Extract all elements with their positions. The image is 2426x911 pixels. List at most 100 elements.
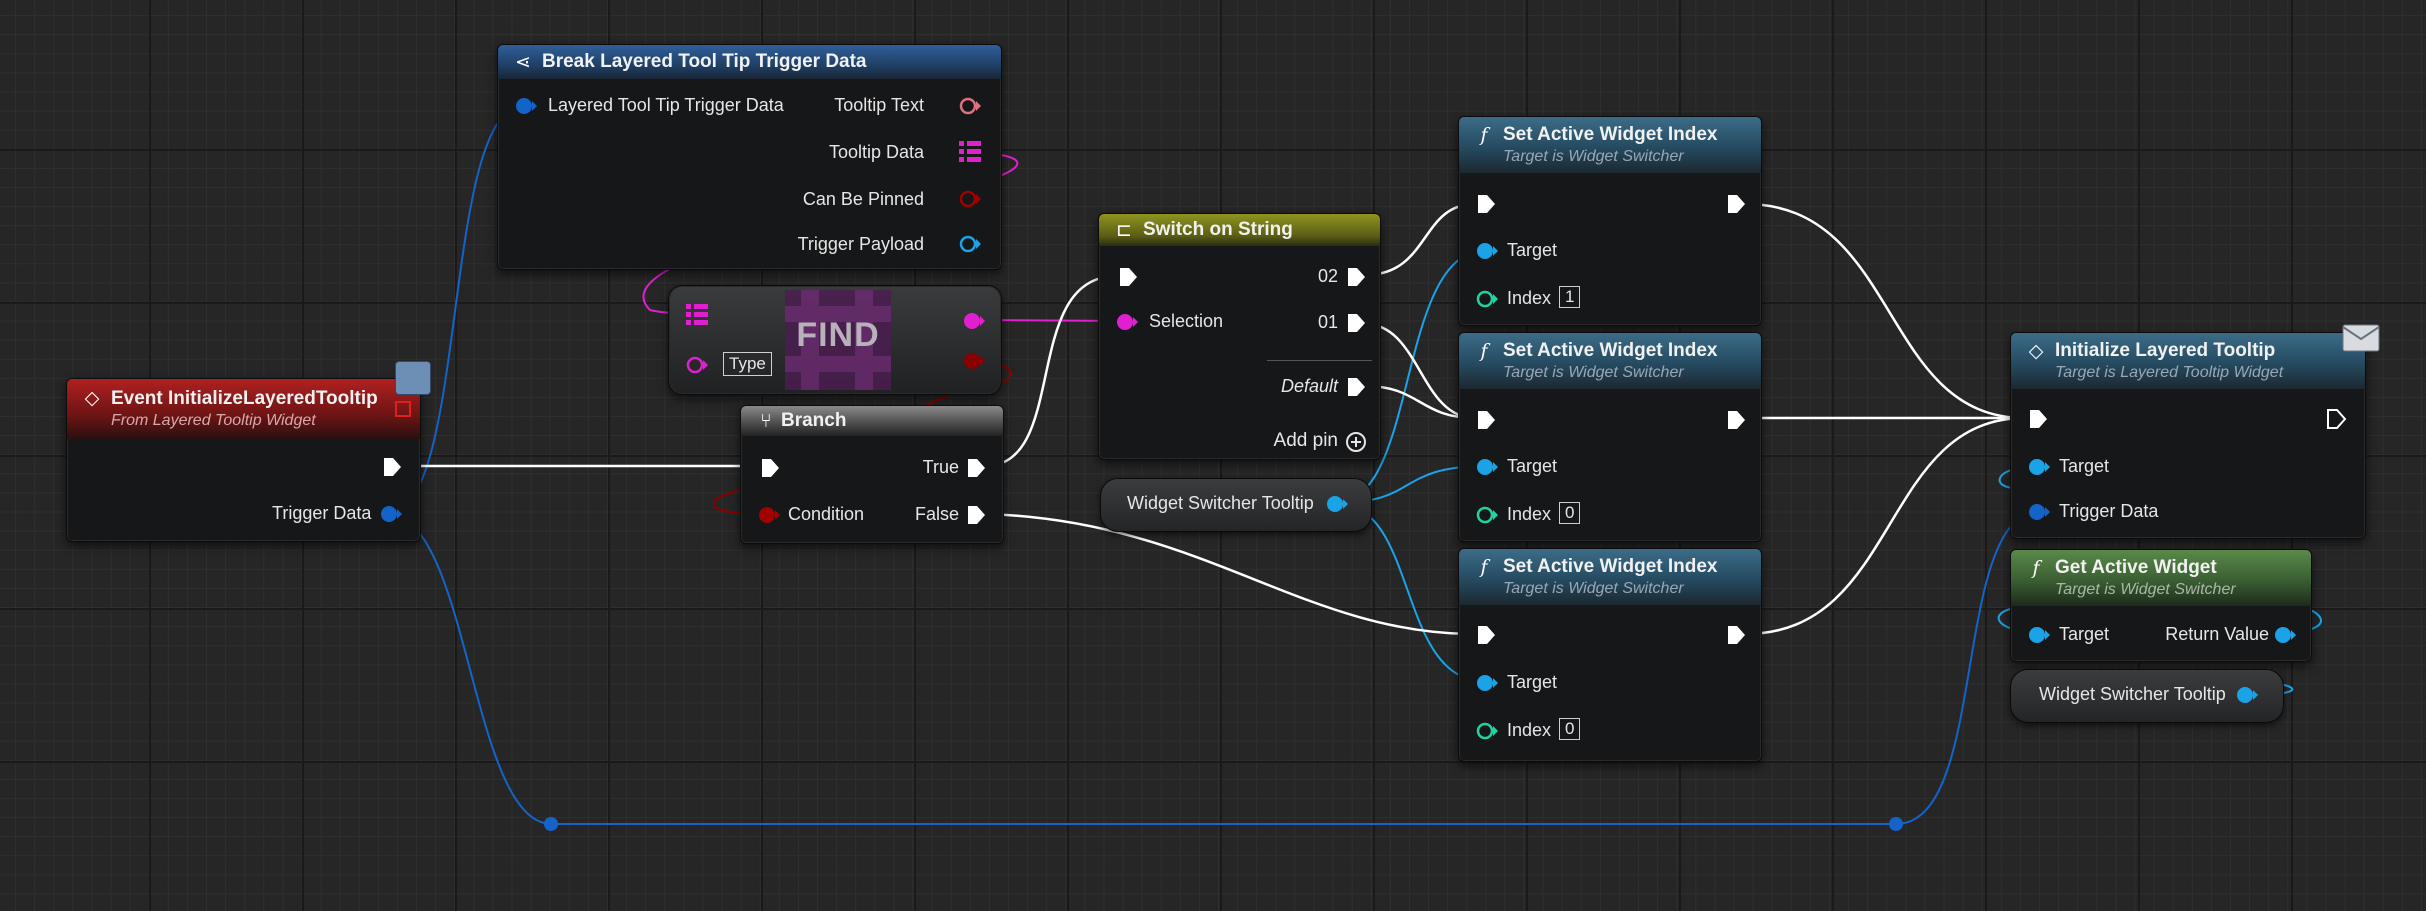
replication-icon xyxy=(395,361,431,395)
break-tooltip-text-label: Tooltip Text xyxy=(834,95,924,115)
set-index-1-exec-out-pin[interactable] xyxy=(1725,193,1747,215)
set-index-2-subtitle: Target is Widget Switcher xyxy=(1503,364,1684,381)
switch-on-string-node[interactable]: ⊏ Switch on String 02 Selection 01 Defau… xyxy=(1098,213,1381,460)
init-exec-out-pin[interactable] xyxy=(2325,408,2347,430)
switch-exec-in-pin[interactable] xyxy=(1117,266,1139,288)
init-exec-in-pin[interactable] xyxy=(2027,408,2049,430)
get-widget-header: f Get Active Widget Target is Widget Swi… xyxy=(2011,550,2311,606)
find-key-in-pin[interactable] xyxy=(685,354,709,376)
break-input-pin[interactable] xyxy=(514,95,538,117)
wire-trigger-data-to-reroute xyxy=(386,513,553,825)
add-pin-plus-icon[interactable] xyxy=(1345,431,1367,453)
set-index-3-index-value[interactable]: 0 xyxy=(1559,718,1581,740)
event-diamond-icon: ◇ xyxy=(84,387,100,409)
event-exec-out-pin[interactable] xyxy=(381,456,403,478)
set-index-1-index-pin[interactable] xyxy=(1475,288,1499,310)
set-index-3-index-pin[interactable] xyxy=(1475,720,1499,742)
switch-default-label: Default xyxy=(1280,376,1338,396)
get-widget-title: Get Active Widget xyxy=(2055,557,2217,578)
function-icon: f xyxy=(1480,556,1488,578)
widget-switcher-tooltip-variable-1[interactable]: Widget Switcher Tooltip xyxy=(1100,478,1372,532)
set-index-2-title: Set Active Widget Index xyxy=(1503,340,1718,361)
widget-switcher-tooltip-variable-2[interactable]: Widget Switcher Tooltip xyxy=(2010,669,2284,723)
set-index-1-exec-in-pin[interactable] xyxy=(1475,193,1497,215)
find-found-out-pin[interactable] xyxy=(962,350,986,372)
delegate-pin-icon[interactable] xyxy=(395,401,411,417)
init-node-title: Initialize Layered Tooltip xyxy=(2055,340,2276,361)
branch-node-header: ⑂ Branch xyxy=(741,406,1003,436)
switch-divider xyxy=(1267,360,1372,361)
switch-01-out-pin[interactable] xyxy=(1345,312,1367,334)
find-map-node[interactable]: FIND Type xyxy=(668,285,1002,395)
wire-false-to-set3 xyxy=(984,512,1471,636)
branch-node[interactable]: ⑂ Branch True Condition False xyxy=(740,405,1004,544)
set-index-3-index-label: Index xyxy=(1507,720,1552,740)
set-active-widget-index-node-2[interactable]: f Set Active Widget Index Target is Widg… xyxy=(1458,332,1762,542)
break-tooltip-text-pin[interactable] xyxy=(958,95,982,117)
branch-condition-pin[interactable] xyxy=(757,504,781,526)
set-index-1-target-pin[interactable] xyxy=(1475,240,1499,262)
find-type-box[interactable]: Type xyxy=(723,352,772,376)
break-can-be-pinned-label: Can Be Pinned xyxy=(802,189,924,209)
find-value-out-pin[interactable] xyxy=(962,310,986,332)
switch-selection-pin[interactable] xyxy=(1115,311,1139,333)
reroute-node-right[interactable] xyxy=(1889,817,1903,831)
wire-set3-to-init xyxy=(1744,416,2026,636)
break-trigger-payload-pin[interactable] xyxy=(958,233,982,255)
event-node-subtitle: From Layered Tooltip Widget xyxy=(111,412,316,429)
set-index-2-index-pin[interactable] xyxy=(1475,504,1499,526)
set-index-2-exec-in-pin[interactable] xyxy=(1475,409,1497,431)
widget-switcher-var1-out-pin[interactable] xyxy=(1325,493,1349,515)
get-widget-return-label: Return Value xyxy=(2165,624,2269,644)
set-active-widget-index-node-1[interactable]: f Set Active Widget Index Target is Widg… xyxy=(1458,116,1762,326)
event-trigger-data-pin[interactable] xyxy=(379,503,403,525)
set-index-3-target-label: Target xyxy=(1507,672,1558,692)
set-index-1-target-label: Target xyxy=(1507,240,1558,260)
set-index-1-index-value[interactable]: 1 xyxy=(1559,286,1581,308)
get-active-widget-node[interactable]: f Get Active Widget Target is Widget Swi… xyxy=(2010,549,2312,662)
set-index-2-index-value[interactable]: 0 xyxy=(1559,502,1581,524)
set-index-2-exec-out-pin[interactable] xyxy=(1725,409,1747,431)
break-struct-icon: ⋖ xyxy=(515,51,531,73)
break-node-title: Break Layered Tool Tip Trigger Data xyxy=(542,51,867,72)
reroute-node-left[interactable] xyxy=(544,817,558,831)
find-map-in-pin[interactable] xyxy=(685,302,711,328)
get-widget-target-label: Target xyxy=(2059,624,2110,644)
branch-condition-label: Condition xyxy=(788,504,865,524)
widget-switcher-var2-out-pin[interactable] xyxy=(2235,684,2259,706)
break-can-be-pinned-pin[interactable] xyxy=(958,188,982,210)
break-trigger-payload-label: Trigger Payload xyxy=(797,234,924,254)
break-layered-tool-tip-trigger-data-node[interactable]: ⋖ Break Layered Tool Tip Trigger Data La… xyxy=(497,44,1002,270)
event-initialize-layered-tooltip-node[interactable]: ◇ Event InitializeLayeredTooltip From La… xyxy=(66,361,431,542)
branch-exec-in-pin[interactable] xyxy=(759,457,781,479)
init-target-pin[interactable] xyxy=(2027,456,2051,478)
get-widget-target-pin[interactable] xyxy=(2027,624,2051,646)
set-index-2-header: f Set Active Widget Index Target is Widg… xyxy=(1459,333,1761,389)
function-icon: f xyxy=(1480,124,1488,146)
switch-add-pin-label[interactable]: Add pin xyxy=(1273,430,1338,451)
branch-false-out-pin[interactable] xyxy=(965,504,987,526)
switch-02-out-pin[interactable] xyxy=(1345,266,1367,288)
switch-node-title: Switch on String xyxy=(1143,219,1293,240)
branch-true-label: True xyxy=(922,457,959,477)
set-index-3-exec-in-pin[interactable] xyxy=(1475,624,1497,646)
set-index-3-target-pin[interactable] xyxy=(1475,672,1499,694)
get-widget-return-pin[interactable] xyxy=(2273,624,2297,646)
branch-true-out-pin[interactable] xyxy=(965,457,987,479)
init-trigger-data-pin[interactable] xyxy=(2027,501,2051,523)
set-index-1-subtitle: Target is Widget Switcher xyxy=(1503,148,1684,165)
set-index-3-exec-out-pin[interactable] xyxy=(1725,624,1747,646)
init-node-subtitle: Target is Layered Tooltip Widget xyxy=(2055,364,2284,381)
switch-default-out-pin[interactable] xyxy=(1345,376,1367,398)
branch-node-title: Branch xyxy=(781,410,847,431)
set-index-3-header: f Set Active Widget Index Target is Widg… xyxy=(1459,549,1761,605)
message-diamond-icon: ◇ xyxy=(2028,340,2044,362)
function-icon: f xyxy=(2032,557,2040,579)
set-index-2-target-pin[interactable] xyxy=(1475,456,1499,478)
break-tooltip-data-map-pin[interactable] xyxy=(958,139,984,165)
initialize-layered-tooltip-node[interactable]: ◇ Initialize Layered Tooltip Target is L… xyxy=(2010,324,2380,539)
set-index-2-index-label: Index xyxy=(1507,504,1552,524)
break-node-header: ⋖ Break Layered Tool Tip Trigger Data xyxy=(498,45,1001,79)
widget-switcher-var1-label: Widget Switcher Tooltip xyxy=(1127,493,1314,513)
set-active-widget-index-node-3[interactable]: f Set Active Widget Index Target is Widg… xyxy=(1458,548,1762,762)
